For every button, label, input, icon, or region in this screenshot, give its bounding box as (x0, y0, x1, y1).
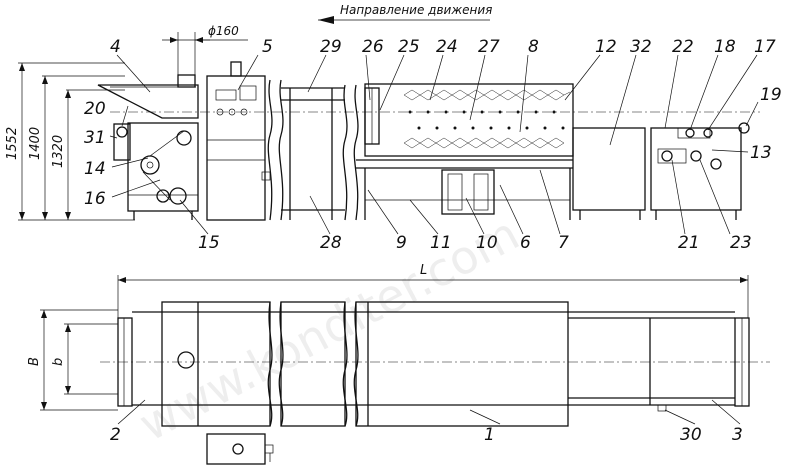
callout-26: 26 (362, 37, 384, 57)
callout-23: 23 (730, 233, 752, 253)
height-1400: 1400 (28, 127, 43, 160)
callout-20: 20 (84, 99, 106, 119)
callout-7: 7 (558, 233, 569, 253)
leaders-plan (117, 399, 741, 425)
callout-2: 2 (110, 425, 121, 445)
callout-16: 16 (84, 189, 106, 209)
callout-17: 17 (754, 37, 776, 57)
callout-6: 6 (520, 233, 531, 253)
callout-25: 25 (398, 37, 420, 57)
callout-4: 4 (110, 37, 121, 57)
callout-12: 12 (595, 37, 617, 57)
height-1320: 1320 (51, 135, 66, 168)
direction-label: Направление движения (340, 3, 492, 17)
height-dimensions (18, 62, 135, 221)
callout-1: 1 (484, 425, 495, 445)
callout-19: 19 (760, 85, 782, 105)
length-label: L (420, 263, 427, 278)
callout-14: 14 (84, 159, 106, 179)
callout-8: 8 (528, 37, 539, 57)
length-dimension (117, 275, 749, 318)
diameter-label: ϕ160 (208, 24, 239, 38)
callout-13: 13 (750, 143, 772, 163)
callout-29: 29 (320, 37, 342, 57)
callout-9: 9 (396, 233, 407, 253)
leaders-top (109, 54, 759, 235)
width-dimensions (40, 309, 118, 411)
width-B: B (27, 357, 42, 366)
callout-32: 32 (630, 37, 652, 57)
direction-arrow (318, 16, 490, 24)
width-b: b (51, 358, 66, 366)
callout-11: 11 (430, 233, 452, 253)
callout-10: 10 (476, 233, 498, 253)
plan-view (100, 301, 770, 465)
callout-21: 21 (678, 233, 700, 253)
callout-24: 24 (436, 37, 458, 57)
callout-30: 30 (680, 425, 702, 445)
callout-31: 31 (84, 128, 106, 148)
callout-27: 27 (478, 37, 500, 57)
side-view (97, 61, 760, 221)
callout-15: 15 (198, 233, 220, 253)
callout-28: 28 (320, 233, 342, 253)
callout-18: 18 (714, 37, 736, 57)
callout-5: 5 (262, 37, 273, 57)
height-1552: 1552 (5, 127, 20, 160)
callout-3: 3 (732, 425, 743, 445)
diameter-mark (162, 32, 248, 84)
callout-22: 22 (672, 37, 694, 57)
